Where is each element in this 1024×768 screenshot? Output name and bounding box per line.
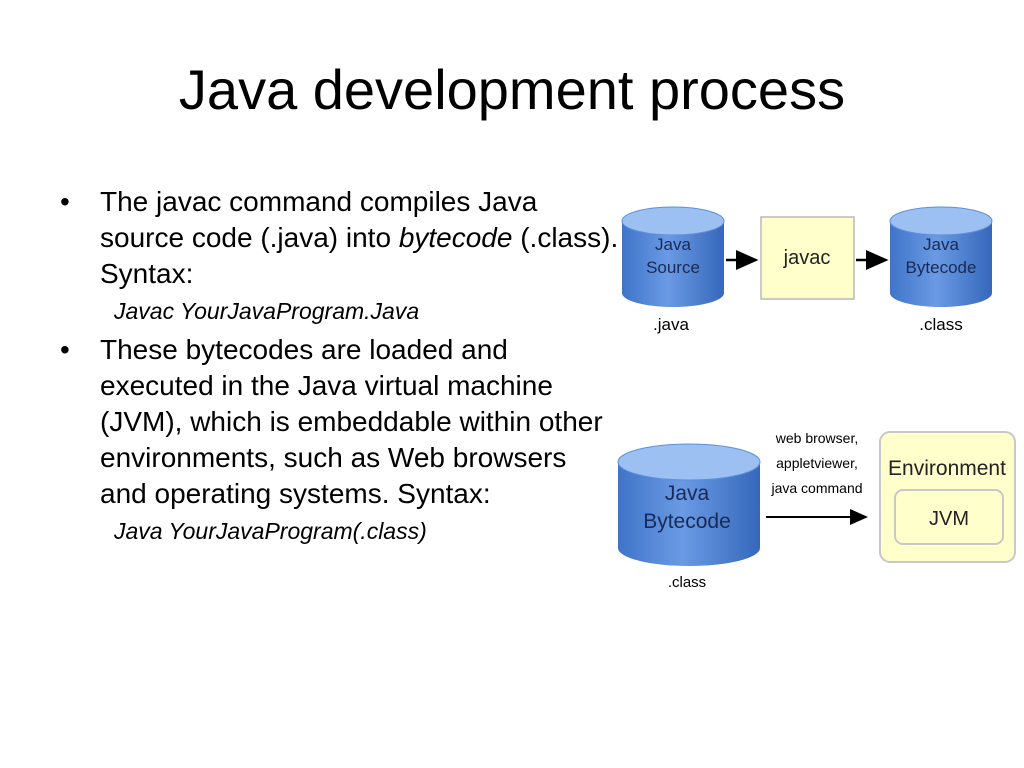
bytecode2-label-line2: Bytecode — [643, 510, 731, 533]
compile-syntax: Javac YourJavaProgram.Java — [114, 298, 420, 324]
jvm-label: JVM — [929, 508, 969, 530]
runners-line2: appletviewer, — [776, 455, 858, 471]
bullet-list: • The javac command compiles Java source… — [60, 184, 620, 546]
source-extension: .java — [653, 315, 689, 334]
slide-title: Java development process — [178, 58, 846, 121]
bullet-dot-icon: • — [60, 186, 70, 217]
bullet-text: These bytecodes are loaded and executed … — [100, 334, 603, 509]
bytecode2-label-line1: Java — [665, 482, 710, 505]
bytecode2-extension: .class — [668, 574, 706, 591]
bullet-dot-icon: • — [60, 334, 70, 365]
bytecode-extension: .class — [919, 315, 962, 334]
source-label-line1: Java — [655, 235, 691, 254]
bullet-item-execute: • These bytecodes are loaded and execute… — [60, 332, 620, 512]
environment-box: Environment JVM — [879, 431, 1016, 563]
bullet-text: The javac command compiles Java source c… — [100, 186, 538, 253]
environment-label: Environment — [888, 457, 1006, 480]
bullet-text-end: (.class). Syntax: — [100, 222, 619, 289]
java-source-database-icon: Java Source — [621, 206, 725, 307]
java-bytecode-database-icon: Java Bytecode — [617, 443, 761, 566]
run-syntax: Java YourJavaProgram(.class) — [114, 518, 427, 544]
runners-line1: web browser, — [775, 430, 858, 446]
javac-label: javac — [783, 247, 831, 269]
runners-line3: java command — [770, 480, 862, 496]
source-label-line2: Source — [646, 258, 700, 277]
bytecode-label-line2: Bytecode — [906, 258, 977, 277]
bytecode-label-line1: Java — [923, 235, 959, 254]
java-bytecode-database-icon: Java Bytecode — [889, 206, 993, 307]
bytecode-term: bytecode — [398, 222, 513, 253]
javac-compiler-box: javac — [760, 216, 855, 300]
jvm-box — [894, 489, 1004, 545]
bullet-item-compile: • The javac command compiles Java source… — [60, 184, 620, 292]
